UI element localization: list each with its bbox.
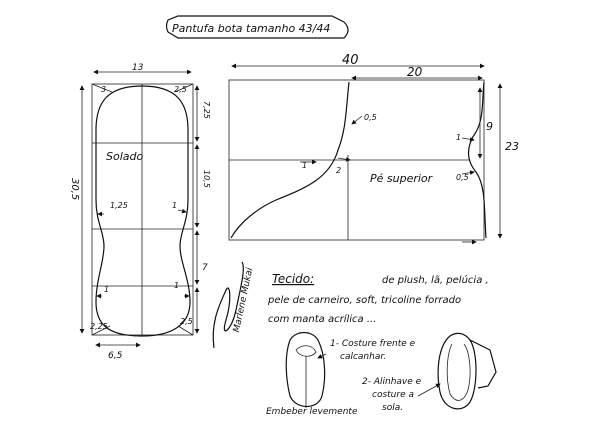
step1-line1: 1- Costure frente e [330, 339, 416, 349]
sole-seg-low: 7 [202, 263, 208, 273]
sole-width-top: 13 [132, 63, 144, 73]
sole-pattern: 13 30,5 7,25 10,5 7 6,5 Solado 3 2,5 1,2… [69, 63, 211, 361]
sole-mark-right: 1 [172, 201, 177, 210]
upper-mark-left: 1 [302, 161, 307, 170]
upper-width-right: 20 [407, 65, 423, 79]
upper-height-right: 23 [505, 140, 519, 153]
upper-mark-right2: 0,5 [456, 173, 469, 182]
upper-curve-mark: 0,5 [364, 113, 377, 122]
upper-height-top: 9 [486, 120, 493, 133]
step2-sketch: 2- Alinhave e costure a sola. [362, 332, 497, 413]
step2-line1: 2- Alinhave e [362, 377, 422, 387]
notes-heading: Tecido: [272, 272, 314, 286]
sole-label: Solado [106, 150, 143, 163]
sole-mark-low-left: 1 [104, 285, 109, 294]
sole-mark-left: 1,25 [110, 201, 128, 210]
sole-corner-bottom-left: 2,25 [90, 322, 108, 331]
signature-text: Marlene Mukai [232, 266, 256, 333]
sole-seg-mid: 10,5 [202, 170, 211, 188]
sole-height-total: 30,5 [69, 178, 80, 200]
notes-line1: de plush, lã, pelúcia , [382, 274, 489, 286]
notes-line2: pele de carneiro, soft, tricoline forrad… [267, 295, 461, 306]
sole-width-bottom: 6,5 [108, 351, 123, 361]
sole-corner-top-left: 3 [101, 85, 106, 94]
sole-seg-top: 7,25 [202, 101, 211, 119]
step1-sketch: 1- Costure frente e calcanhar. Embeber l… [266, 331, 416, 417]
upper-right-edge [467, 81, 487, 239]
upper-label: Pé superior [370, 172, 434, 185]
sole-seg-bottom: 2,5 [180, 317, 193, 326]
fabric-notes: Tecido: de plush, lã, pelúcia , pele de … [267, 272, 489, 325]
step1-line2: calcanhar. [340, 352, 386, 362]
upper-width-total: 40 [342, 53, 359, 68]
notes-line3: com manta acrílica ... [268, 313, 376, 325]
title-cartouche: Pantufa bota tamanho 43/44 [165, 15, 349, 39]
sole-mark-low-right: 1 [174, 281, 179, 290]
step2-line3: sola. [382, 403, 403, 413]
sole-outline [95, 85, 191, 337]
step1-line3: Embeber levemente [266, 407, 358, 417]
upper-pattern: 40 20 9 23 Pé superior 0,5 1 2 1 0,5 [228, 53, 519, 245]
sole-corner-top-right: 2,5 [174, 85, 187, 94]
upper-mark-right: 1 [456, 133, 461, 142]
signature: Marlene Mukai [212, 261, 256, 349]
page-title: Pantufa bota tamanho 43/44 [172, 22, 330, 35]
upper-mark-mid: 2 [336, 166, 341, 175]
step2-line2: costure a [372, 390, 414, 400]
